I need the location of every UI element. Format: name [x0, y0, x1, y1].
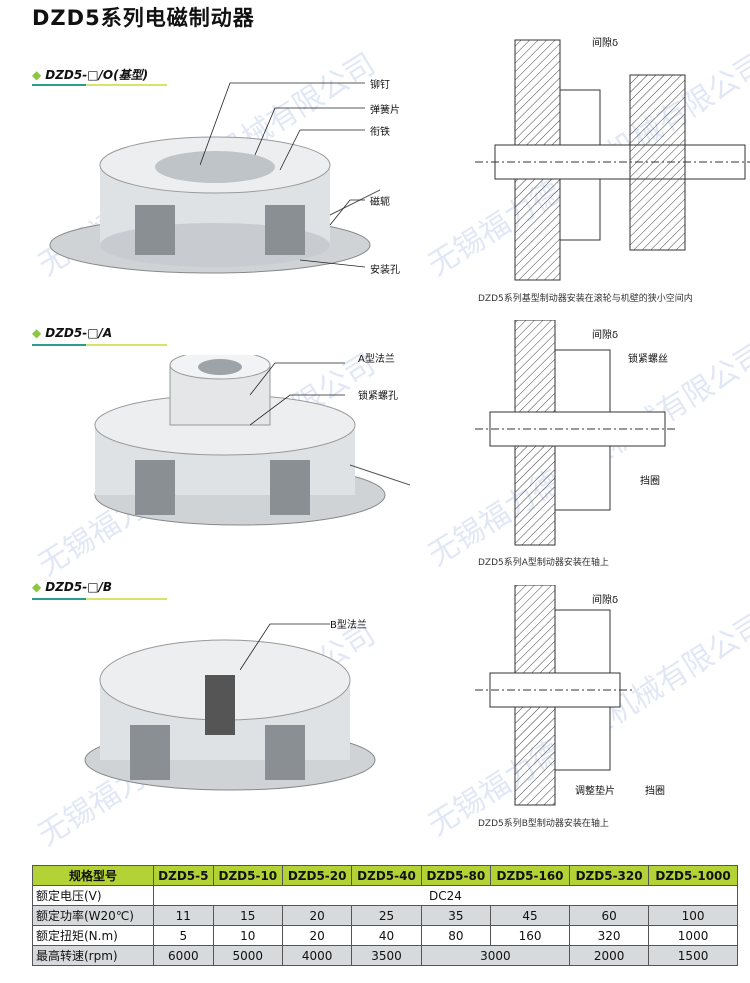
table-cell: 20	[281, 925, 353, 946]
section-heading-base: ◆DZD5-□/O(基型)	[32, 68, 149, 82]
header-cell: DZD5-10	[212, 865, 283, 886]
table-cell: 20	[281, 905, 353, 926]
divider	[32, 84, 167, 86]
table-cell: 5	[153, 925, 214, 946]
divider	[32, 598, 167, 600]
table-cell: 5000	[212, 945, 283, 966]
brake-base-illustration	[49, 136, 380, 274]
install-diagram-base	[475, 39, 750, 281]
brake-b-illustration	[84, 639, 376, 791]
table-cell: 3500	[351, 945, 422, 966]
label-gap: 间隙δ	[592, 38, 619, 49]
label-a-flange: A型法兰	[358, 354, 395, 365]
table-cell: 40	[351, 925, 422, 946]
label-lock-screw-hole: 锁紧螺孔	[358, 391, 398, 402]
label-armature: 衔铁	[370, 127, 390, 138]
section-heading-b: ◆DZD5-□/B	[32, 580, 113, 594]
label-shim: 调整垫片	[575, 786, 615, 797]
table-cell: 6000	[153, 945, 214, 966]
header-cell: DZD5-320	[569, 865, 650, 886]
table-cell: 320	[569, 925, 650, 946]
table-row-speed: 最高转速(rpm) 6000 5000 4000 3500 3000 2000 …	[32, 945, 738, 966]
table-cell: 160	[490, 925, 571, 946]
table-cell: 35	[420, 905, 492, 926]
table-cell: 3000	[420, 945, 571, 966]
table-cell: 100	[648, 905, 738, 926]
table-cell: 80	[420, 925, 492, 946]
label-gap: 间隙δ	[592, 595, 619, 606]
install-diagram-a	[475, 320, 675, 546]
label-yoke: 磁轭	[370, 197, 390, 208]
leader-lines	[240, 623, 330, 671]
label-spring-plate: 弹簧片	[370, 105, 400, 116]
table-cell: 15	[212, 905, 283, 926]
header-cell: DZD5-1000	[648, 865, 738, 886]
table-cell: 10	[212, 925, 283, 946]
table-row-power: 额定功率(W20℃) 11 15 20 25 35 45 60 100	[32, 905, 738, 926]
table-cell: 60	[569, 905, 650, 926]
row-label: 额定扭矩(N.m)	[32, 925, 154, 946]
leader-lines	[250, 362, 345, 426]
table-cell: 2000	[569, 945, 650, 966]
label-lock-screw: 锁紧螺丝	[628, 354, 668, 365]
label-retaining-ring: 挡圈	[640, 476, 660, 487]
row-label: 额定电压(V)	[32, 885, 154, 906]
caption-a: DZD5系列A型制动器安装在轴上	[478, 558, 609, 568]
label-retaining-ring: 挡圈	[645, 786, 665, 797]
row-label: 最高转速(rpm)	[32, 945, 154, 966]
row-label: 额定功率(W20℃)	[32, 905, 154, 926]
header-cell: DZD5-5	[153, 865, 214, 886]
section-heading-a: ◆DZD5-□/A	[32, 326, 113, 340]
header-cell: DZD5-20	[281, 865, 353, 886]
diamond-icon: ◆	[32, 580, 42, 594]
leader-lines	[200, 82, 366, 268]
caption-base: DZD5系列基型制动器安装在滚轮与机壁的狭小空间内	[478, 294, 693, 304]
table-cell: 1500	[648, 945, 738, 966]
brake-a-illustration	[94, 355, 410, 526]
label-rivet: 铆钉	[370, 80, 390, 91]
table-cell: DC24	[153, 885, 738, 906]
diamond-icon: ◆	[32, 68, 42, 82]
table-row-torque: 额定扭矩(N.m) 5 10 20 40 80 160 320 1000	[32, 925, 738, 946]
table-cell: 25	[351, 905, 422, 926]
header-cell: DZD5-80	[420, 865, 492, 886]
header-cell: 规格型号	[32, 865, 154, 886]
page-title: DZD5系列电磁制动器	[32, 6, 255, 30]
label-gap: 间隙δ	[592, 330, 619, 341]
label-mounting-hole: 安装孔	[370, 265, 400, 276]
caption-b: DZD5系列B型制动器安装在轴上	[478, 819, 609, 829]
install-diagram-b	[475, 585, 635, 806]
table-cell: 45	[490, 905, 571, 926]
spec-table: 规格型号 DZD5-5 DZD5-10 DZD5-20 DZD5-40 DZD5…	[32, 865, 738, 966]
divider	[32, 344, 167, 346]
table-header-row: 规格型号 DZD5-5 DZD5-10 DZD5-20 DZD5-40 DZD5…	[32, 865, 738, 886]
table-cell: 1000	[648, 925, 738, 946]
header-cell: DZD5-40	[351, 865, 422, 886]
table-row-voltage: 额定电压(V) DC24	[32, 885, 738, 906]
header-cell: DZD5-160	[490, 865, 571, 886]
label-b-flange: B型法兰	[330, 620, 367, 631]
table-cell: 4000	[281, 945, 353, 966]
diamond-icon: ◆	[32, 326, 42, 340]
table-cell: 11	[153, 905, 214, 926]
